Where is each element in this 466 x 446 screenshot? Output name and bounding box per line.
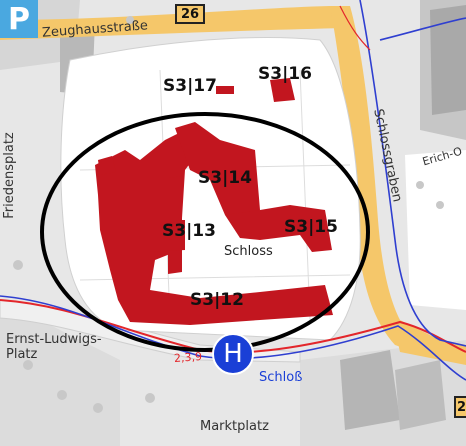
building-s3-14-shape	[175, 122, 260, 225]
grey-building-2	[340, 350, 400, 430]
building-inner-block	[150, 220, 185, 252]
street-label-ernst-ludwigs-platz: Ernst-Ludwigs- Platz	[6, 332, 102, 362]
street-label-marktplatz: Marktplatz	[200, 419, 269, 434]
road-badge-2: 2	[454, 396, 466, 418]
road-east	[395, 330, 466, 365]
transit-stop-name[interactable]: Schloß	[259, 370, 303, 385]
road-badge-26-label: 26	[180, 6, 200, 22]
building-label-schloss[interactable]: Schloss	[224, 244, 273, 259]
bus-line-north	[379, 17, 466, 41]
transit-stop-icon[interactable]: H	[212, 333, 254, 375]
castle-buildings	[95, 78, 333, 325]
building-label-s3-17[interactable]: S3|17	[163, 76, 217, 96]
transit-line-label: 2,3,9	[173, 350, 203, 365]
building-label-s3-16[interactable]: S3|16	[258, 64, 312, 84]
block-right-white	[405, 150, 466, 310]
parking-icon[interactable]: P	[0, 0, 38, 38]
street-label-ernst-line2: Platz	[6, 347, 38, 362]
building-label-s3-13[interactable]: S3|13	[162, 221, 216, 241]
building-label-s3-14[interactable]: S3|14	[198, 168, 252, 188]
grey-building-3	[395, 360, 446, 430]
building-corner-tower	[98, 156, 116, 175]
building-s3-16-shape	[270, 78, 295, 102]
building-label-s3-12[interactable]: S3|12	[190, 290, 244, 310]
transit-stop-letter: H	[223, 339, 243, 369]
road-schlossgraben	[330, 6, 440, 360]
bus-line-south	[0, 295, 466, 381]
building-s3-17-shape	[216, 86, 234, 94]
building-s3-15-shape	[225, 205, 332, 252]
highlight-ring	[40, 112, 370, 352]
bus-line-east	[359, 0, 466, 347]
parking-letter: P	[8, 1, 30, 37]
trees	[13, 16, 444, 413]
tram-line-north	[339, 5, 371, 51]
building-label-s3-15[interactable]: S3|15	[284, 217, 338, 237]
road-badge-26: 26	[175, 4, 205, 24]
road-zeughausstrasse	[0, 6, 345, 40]
building-s3-13-s3-12-shape	[95, 130, 333, 325]
grey-building-4	[430, 5, 466, 115]
street-label-friedensplatz: Friedensplatz	[1, 132, 17, 219]
block-bottom-left	[0, 300, 120, 446]
street-label-ernst-line1: Ernst-Ludwigs-	[6, 332, 102, 347]
road-badge-2-label: 2	[457, 399, 466, 415]
